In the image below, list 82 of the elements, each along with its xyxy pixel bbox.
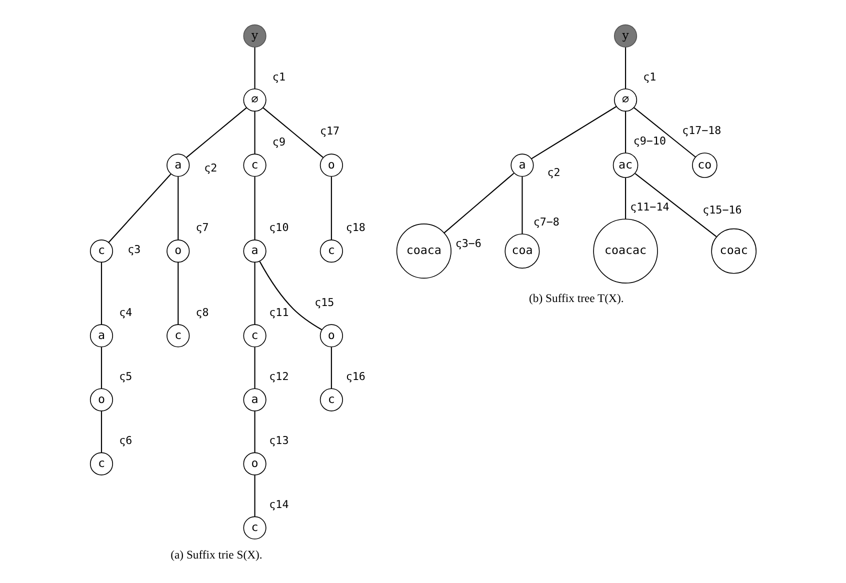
node-label: ς14: [268, 498, 288, 512]
label: (a) Suffix trie S(X).: [170, 548, 262, 562]
connector: [633, 107, 696, 158]
node-label: ς18: [345, 221, 365, 234]
node-label: ς2: [204, 162, 217, 175]
node-label: ς17−18: [682, 124, 721, 137]
connector: [624, 178, 626, 220]
node-circle: a: [242, 240, 266, 263]
connector: [254, 347, 255, 389]
node-label: ς11−14: [630, 200, 669, 214]
connector: [254, 111, 255, 154]
node-label: ς10: [268, 221, 288, 234]
node-label: ς7: [195, 221, 208, 234]
node-label: ς13: [268, 434, 288, 448]
node-label: ς6: [118, 434, 132, 448]
connector: [254, 47, 255, 89]
label: (b) Suffix tree T(X).: [528, 292, 624, 306]
connector: [521, 176, 522, 234]
node-circle: o: [166, 240, 190, 263]
node-label: ς11: [268, 306, 288, 320]
node-label: ς2: [546, 166, 560, 180]
node-circle: c: [242, 154, 266, 177]
node-circle: y: [242, 24, 266, 48]
connector: [100, 347, 102, 389]
node-circle: c: [319, 388, 342, 412]
node-circle: coac: [710, 228, 756, 274]
connector: [530, 106, 616, 160]
node-circle: c: [319, 240, 342, 263]
node-circle: o: [319, 154, 342, 177]
node-circle: c: [89, 452, 113, 476]
node-label: ς15−16: [702, 203, 742, 216]
node-label: ς16: [345, 370, 365, 384]
node-circle: c: [242, 516, 266, 540]
node-circle: a: [166, 154, 190, 177]
connector: [443, 172, 514, 234]
connector: [254, 411, 255, 453]
node-circle: c: [166, 324, 190, 348]
node-label: ς12: [268, 370, 288, 384]
node-circle: a: [242, 388, 266, 412]
node-circle: ac: [612, 152, 638, 178]
connector: [330, 347, 332, 389]
connector: [330, 176, 332, 240]
node-circle: o: [89, 388, 113, 412]
connector: [254, 176, 255, 240]
node-label: ς9: [272, 135, 285, 148]
node-label: ς3: [127, 243, 140, 256]
node-label: ς17: [320, 124, 340, 138]
node-label: ς9−10: [632, 134, 666, 148]
node-label: ς8: [195, 306, 208, 320]
connector: [108, 174, 171, 243]
connector: [624, 47, 626, 89]
node-circle: y: [613, 24, 637, 48]
node-label: ς1: [272, 70, 285, 84]
node-circle: c: [242, 324, 266, 348]
node-circle: a: [510, 154, 534, 177]
node-circle: coaca: [396, 224, 451, 279]
node-circle: c: [89, 240, 113, 263]
connector: [258, 261, 322, 330]
connector: [254, 262, 255, 324]
node-label: ς3−6: [454, 236, 481, 250]
node-circle: a: [89, 324, 113, 348]
connector: [262, 107, 323, 158]
connector: [186, 107, 246, 158]
node-circle: co: [692, 152, 717, 178]
node-circle: coa: [504, 234, 540, 269]
node-label: ς15: [314, 296, 334, 310]
connector: [100, 262, 102, 324]
connector: [100, 411, 102, 453]
node-label: ς1: [642, 70, 656, 84]
connector: [177, 176, 178, 240]
node-circle: ∅: [613, 88, 637, 112]
connector: [624, 111, 626, 153]
node-circle: o: [319, 324, 342, 348]
connector: [254, 475, 255, 517]
node-label: ς7−8: [532, 215, 559, 228]
node-label: ς4: [118, 306, 132, 320]
node-circle: o: [242, 452, 266, 476]
node-circle: coacac: [592, 218, 658, 284]
connector: [177, 262, 178, 324]
node-label: ς5: [118, 370, 132, 384]
node-circle: ∅: [242, 88, 266, 112]
connector: [634, 173, 716, 238]
